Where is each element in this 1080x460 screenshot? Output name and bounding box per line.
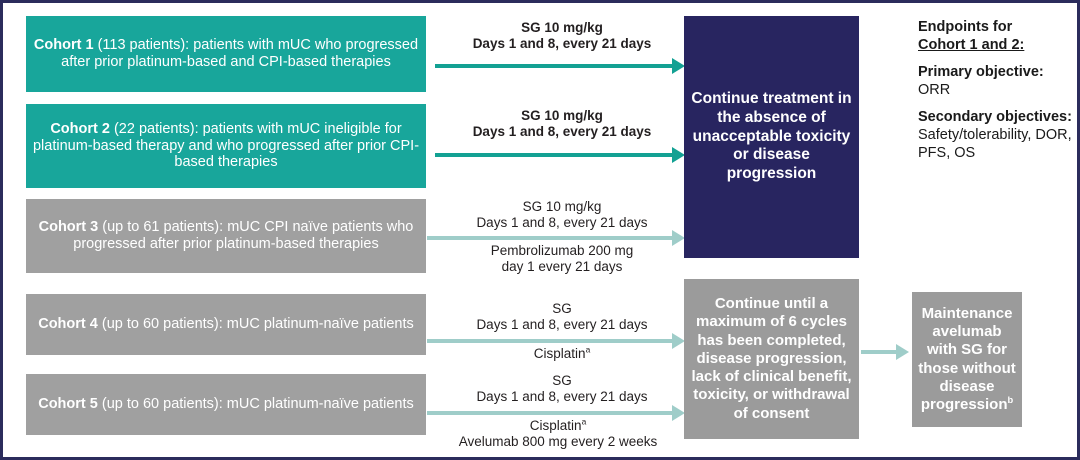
cohort-4-name: Cohort 4 — [38, 316, 98, 333]
regimen-cohort-2-line2: Days 1 and 8, every 21 days — [472, 123, 652, 139]
regimen-cohort-3-above: SG 10 mg/kg Days 1 and 8, every 21 days — [437, 199, 687, 231]
cohort-box-1: Cohort 1 (113 patients): patients with m… — [26, 16, 426, 92]
cohort-box-5: Cohort 5 (up to 60 patients): mUC platin… — [26, 374, 426, 435]
arrow-to-maintenance-shaft — [861, 350, 897, 354]
cohort-4-count: (up to 60 patients) — [101, 316, 219, 333]
arrow-cohort-5-head — [672, 405, 685, 421]
regimen-cohort-3-below-line2: day 1 every 21 days — [501, 258, 623, 274]
cohort-box-2: Cohort 2 (22 patients): patients with mU… — [26, 104, 426, 188]
regimen-cohort-5-below-line2: Avelumab 800 mg every 2 weeks — [458, 433, 658, 449]
regimen-cohort-4-below-line1: Cisplatina — [437, 344, 687, 362]
regimen-cohort-4-below: Cisplatina — [437, 344, 687, 362]
secondary-objective-label: Secondary objectives: — [918, 108, 1072, 125]
arrow-cohort-3-head — [672, 230, 685, 246]
cohort-1-desc: : patients with mUC who progressed after… — [61, 37, 419, 70]
regimen-cohort-4-above-line2: Days 1 and 8, every 21 days — [476, 316, 648, 332]
regimen-cohort-3-above-line2: Days 1 and 8, every 21 days — [476, 214, 648, 230]
regimen-cohort-5-above: SG Days 1 and 8, every 21 days — [437, 373, 687, 405]
arrow-cohort-5-shaft — [427, 411, 673, 415]
cohort-3-desc: : mUC CPI naïve patients who progressed … — [73, 219, 414, 252]
maintenance-label: Maintenance avelumab with SG for those w… — [918, 304, 1016, 414]
regimen-cohort-3-below-line1: Pembrolizumab 200 mg — [490, 243, 634, 258]
regimen-cohort-2: SG 10 mg/kg Days 1 and 8, every 21 days — [437, 108, 687, 140]
regimen-cohort-5-above-line1: SG — [552, 373, 572, 388]
regimen-cohort-3-above-line1: SG 10 mg/kg — [522, 199, 602, 214]
cohort-box-4: Cohort 4 (up to 60 patients): mUC platin… — [26, 294, 426, 355]
cohort-5-count: (up to 60 patients) — [101, 396, 219, 413]
cohort-box-3: Cohort 3 (up to 61 patients): mUC CPI na… — [26, 199, 426, 273]
cohort-2-name: Cohort 2 — [50, 120, 110, 137]
arrow-to-maintenance-head — [896, 344, 909, 360]
outcome-maintenance-text: Maintenance avelumab with SG for those w… — [912, 303, 1022, 417]
arrow-cohort-1-head — [672, 58, 685, 74]
arrow-cohort-1-shaft — [435, 64, 673, 68]
regimen-cohort-4-above-line1: SG — [552, 301, 572, 316]
outcome-continue-6-cycles-text: Continue until a maximum of 6 cycles has… — [691, 294, 852, 422]
primary-objective-label: Primary objective: — [918, 63, 1044, 80]
diagram-stage: Cohort 1 (113 patients): patients with m… — [3, 3, 1077, 457]
cohort-1-count: (113 patients) — [97, 37, 186, 54]
cohort-1-name: Cohort 1 — [33, 37, 94, 54]
endpoints-panel: Endpoints for Cohort 1 and 2: Primary ob… — [918, 19, 1073, 163]
regimen-cohort-3-below: Pembrolizumab 200 mg day 1 every 21 days — [437, 243, 687, 275]
regimen-cohort-1-line1: SG 10 mg/kg — [521, 20, 603, 35]
outcome-box-maintenance: Maintenance avelumab with SG for those w… — [912, 292, 1022, 427]
cohort-4-desc: : mUC platinum-naïve patients — [218, 316, 414, 333]
footnote-marker-b: b — [1007, 395, 1014, 406]
cohort-3-count: (up to 61 patients) — [102, 219, 220, 236]
cisplatin-label-5: Cisplatin — [529, 418, 582, 433]
outcome-box-continue-treatment: Continue treatment in the absence of una… — [684, 16, 859, 258]
endpoints-title: Endpoints for — [918, 19, 1013, 35]
arrow-cohort-2-shaft — [435, 153, 673, 157]
secondary-objective-value: Safety/tolerability, DOR, PFS, OS — [918, 126, 1072, 161]
regimen-cohort-5-above-line2: Days 1 and 8, every 21 days — [476, 388, 648, 404]
cohort-5-desc: : mUC platinum-naïve patients — [218, 396, 414, 413]
arrow-cohort-3-shaft — [427, 236, 673, 240]
endpoints-subtitle: Cohort 1 and 2: — [918, 36, 1025, 53]
regimen-cohort-4-above: SG Days 1 and 8, every 21 days — [437, 301, 687, 333]
regimen-cohort-1: SG 10 mg/kg Days 1 and 8, every 21 days — [437, 20, 687, 52]
primary-objective-value: ORR — [918, 81, 951, 98]
regimen-cohort-1-line2: Days 1 and 8, every 21 days — [472, 35, 652, 51]
outcome-continue-treatment-text: Continue treatment in the absence of una… — [691, 89, 852, 183]
footnote-marker-a-5: a — [581, 416, 587, 427]
cohort-2-count: (22 patients) — [113, 120, 195, 137]
regimen-cohort-2-line1: SG 10 mg/kg — [521, 108, 603, 123]
cohort-5-name: Cohort 5 — [38, 396, 98, 413]
cohort-2-desc: : patients with mUC ineligible for plati… — [32, 120, 420, 171]
regimen-cohort-5-below-line1: Cisplatina — [427, 416, 689, 434]
arrow-cohort-4-head — [672, 333, 685, 349]
arrow-cohort-4-shaft — [427, 339, 673, 343]
outcome-box-continue-6-cycles: Continue until a maximum of 6 cycles has… — [684, 279, 859, 439]
cohort-3-name: Cohort 3 — [38, 219, 99, 236]
arrow-cohort-2-head — [672, 147, 685, 163]
regimen-cohort-5-below: Cisplatina Avelumab 800 mg every 2 weeks — [427, 416, 689, 450]
cisplatin-label-4: Cisplatin — [533, 346, 586, 361]
footnote-marker-a-4: a — [585, 344, 591, 355]
